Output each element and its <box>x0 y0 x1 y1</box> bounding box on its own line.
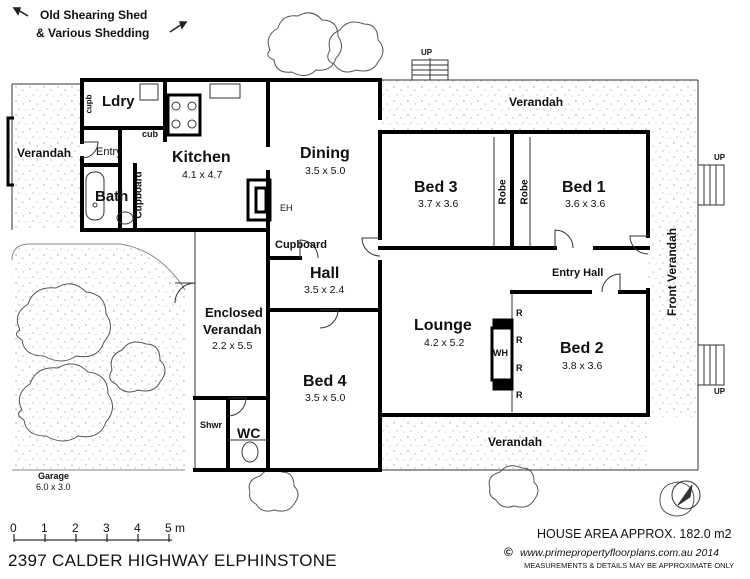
front-verandah-label: Front Verandah <box>665 227 680 317</box>
verandah-west-label: Verandah <box>17 146 72 160</box>
room-enclosed-verandah-line1: Enclosed <box>205 305 263 320</box>
garage-dims: 6.0 x 3.0 <box>36 482 71 492</box>
room-laundry: Ldry <box>102 93 135 110</box>
room-enclosed-verandah-dims: 2.2 x 5.5 <box>212 340 253 352</box>
robe-bed1: Robe <box>519 179 531 205</box>
shed-note-line1: Old Shearing Shed <box>40 8 148 22</box>
room-hall-name: Hall <box>310 265 340 282</box>
room-lounge-dims: 4.2 x 5.2 <box>424 337 465 349</box>
scale-tick: 2 <box>72 521 79 535</box>
bed2-robe-1: R <box>516 308 523 318</box>
room-bed3-name: Bed 3 <box>414 179 458 196</box>
robe-bed3: Robe <box>497 179 509 205</box>
stairs-east-up-2: UP <box>714 387 726 396</box>
disclaimer: MEASUREMENTS & DETAILS MAY BE APPROXIMAT… <box>524 561 735 570</box>
address: 2397 CALDER HIGHWAY ELPHINSTONE <box>8 551 337 570</box>
room-dining-dims: 3.5 x 5.0 <box>305 165 346 177</box>
room-shower: Shwr <box>200 420 223 430</box>
bed2-robe-3: R <box>516 363 523 373</box>
room-enclosed-verandah-line2: Verandah <box>203 322 262 337</box>
copyright-symbol: © <box>504 545 513 559</box>
walls <box>80 78 650 472</box>
room-bed2-name: Bed 2 <box>560 340 604 357</box>
bed2-robe-2: R <box>516 335 523 345</box>
room-bed3-dims: 3.7 x 3.6 <box>418 198 459 210</box>
room-hall-dims: 3.5 x 2.4 <box>304 284 345 296</box>
shed-note-line2: & Various Shedding <box>36 26 150 40</box>
room-dining-name: Dining <box>300 145 350 162</box>
room-kitchen-dims: 4.1 x 4.7 <box>182 169 223 181</box>
room-bed1-name: Bed 1 <box>562 179 606 196</box>
verandah-south-label: Verandah <box>488 435 543 449</box>
bed2-robe-4: R <box>516 390 523 400</box>
laundry-cupboard-label: cupb <box>84 94 94 114</box>
shed-arrows <box>12 7 188 33</box>
scale-tick: 5 m <box>165 521 186 535</box>
scale-tick: 3 <box>103 521 110 535</box>
room-kitchen-name: Kitchen <box>172 149 231 166</box>
scale-bar <box>13 534 172 542</box>
room-wc: WC <box>237 425 261 441</box>
bath-cupboard-label: Cupboard <box>133 171 145 219</box>
fireplaces <box>246 178 514 391</box>
room-bed2-dims: 3.8 x 3.6 <box>562 360 603 372</box>
verandah-west-edge <box>6 116 14 187</box>
stairs-east-up-1: UP <box>714 153 726 162</box>
thin-lines <box>11 79 699 471</box>
room-eh: EH <box>280 203 293 213</box>
scale-tick: 1 <box>41 521 48 535</box>
room-entry-hall: Entry Hall <box>552 267 604 279</box>
website: www.primepropertyfloorplans.com.au 2014 <box>520 547 720 559</box>
kitchen-cupboard-label: cub <box>142 129 159 139</box>
water-heater-label: WH <box>493 348 508 358</box>
scale-tick: 0 <box>10 521 17 535</box>
outdoor-areas <box>11 80 698 471</box>
room-bed4-dims: 3.5 x 5.0 <box>305 392 346 404</box>
room-bed4-name: Bed 4 <box>303 373 347 390</box>
hall-cupboard-label: Cupboard <box>275 239 327 251</box>
kitchen-fixtures <box>85 83 268 463</box>
north-arrow-icon <box>671 480 701 510</box>
room-bath: Bath <box>95 188 129 205</box>
house-area: HOUSE AREA APPROX. 182.0 m2 <box>537 527 732 541</box>
stairs-north-up: UP <box>421 48 433 57</box>
scale-tick: 4 <box>134 521 141 535</box>
room-lounge-name: Lounge <box>414 317 472 334</box>
room-bed1-dims: 3.6 x 3.6 <box>565 198 606 210</box>
verandah-north-label: Verandah <box>509 95 564 109</box>
garage-name: Garage <box>38 471 70 481</box>
room-entry: Entry <box>96 146 122 158</box>
doors <box>81 141 649 417</box>
